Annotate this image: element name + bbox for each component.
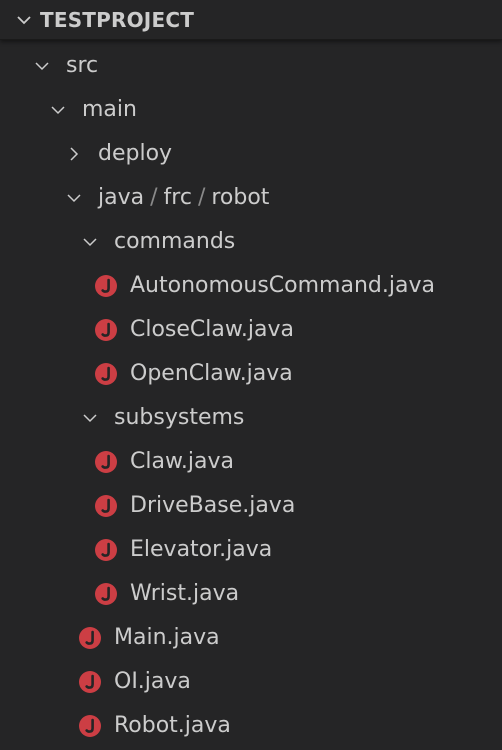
file-tree: src main deploy java/frc/robot — [0, 44, 502, 748]
file-robot[interactable]: Robot.java — [0, 704, 502, 748]
java-file-icon — [94, 494, 118, 518]
explorer-header[interactable]: TESTPROJECT — [0, 0, 502, 40]
file-label: OpenClaw.java — [130, 361, 293, 386]
java-file-icon — [94, 362, 118, 386]
folder-label: main — [82, 97, 137, 122]
file-label: Main.java — [114, 625, 220, 650]
folder-deploy[interactable]: deploy — [0, 132, 502, 176]
file-drivebase[interactable]: DriveBase.java — [0, 484, 502, 528]
path-separator: / — [150, 185, 158, 210]
file-autonomouscommand[interactable]: AutonomousCommand.java — [0, 264, 502, 308]
file-elevator[interactable]: Elevator.java — [0, 528, 502, 572]
folder-label: deploy — [98, 141, 173, 166]
folder-main[interactable]: main — [0, 88, 502, 132]
java-file-icon — [94, 538, 118, 562]
folder-label: java/frc/robot — [98, 176, 269, 220]
file-main[interactable]: Main.java — [0, 616, 502, 660]
file-label: Claw.java — [130, 449, 235, 474]
java-file-icon — [94, 318, 118, 342]
folder-label: src — [66, 53, 99, 78]
project-title: TESTPROJECT — [40, 7, 195, 32]
file-label: CloseClaw.java — [130, 317, 294, 342]
java-file-icon — [94, 450, 118, 474]
file-openclaw[interactable]: OpenClaw.java — [0, 352, 502, 396]
folder-label: subsystems — [114, 405, 245, 430]
chevron-down-icon[interactable] — [82, 410, 98, 426]
file-claw[interactable]: Claw.java — [0, 440, 502, 484]
file-label: Robot.java — [114, 713, 231, 738]
java-file-icon — [78, 626, 102, 650]
chevron-down-icon[interactable] — [66, 190, 82, 206]
java-file-icon — [78, 670, 102, 694]
folder-commands[interactable]: commands — [0, 220, 502, 264]
file-label: DriveBase.java — [130, 493, 296, 518]
java-file-icon — [78, 714, 102, 738]
chevron-right-icon[interactable] — [66, 146, 82, 162]
chevron-down-icon[interactable] — [16, 12, 32, 28]
chevron-down-icon[interactable] — [82, 234, 98, 250]
folder-src[interactable]: src — [0, 44, 502, 88]
file-label: Wrist.java — [130, 581, 240, 606]
folder-label: commands — [114, 229, 236, 254]
path-segment-frc[interactable]: frc — [163, 185, 192, 210]
file-closeclaw[interactable]: CloseClaw.java — [0, 308, 502, 352]
folder-subsystems[interactable]: subsystems — [0, 396, 502, 440]
path-segment-java[interactable]: java — [98, 185, 145, 210]
file-label: OI.java — [114, 669, 191, 694]
chevron-down-icon[interactable] — [34, 58, 50, 74]
path-segment-robot[interactable]: robot — [211, 185, 270, 210]
file-label: AutonomousCommand.java — [130, 273, 435, 298]
chevron-down-icon[interactable] — [50, 102, 66, 118]
file-oi[interactable]: OI.java — [0, 660, 502, 704]
file-label: Elevator.java — [130, 537, 273, 562]
file-wrist[interactable]: Wrist.java — [0, 572, 502, 616]
java-file-icon — [94, 274, 118, 298]
java-file-icon — [94, 582, 118, 606]
folder-java-frc-robot[interactable]: java/frc/robot — [0, 176, 502, 220]
path-separator: / — [197, 185, 206, 210]
